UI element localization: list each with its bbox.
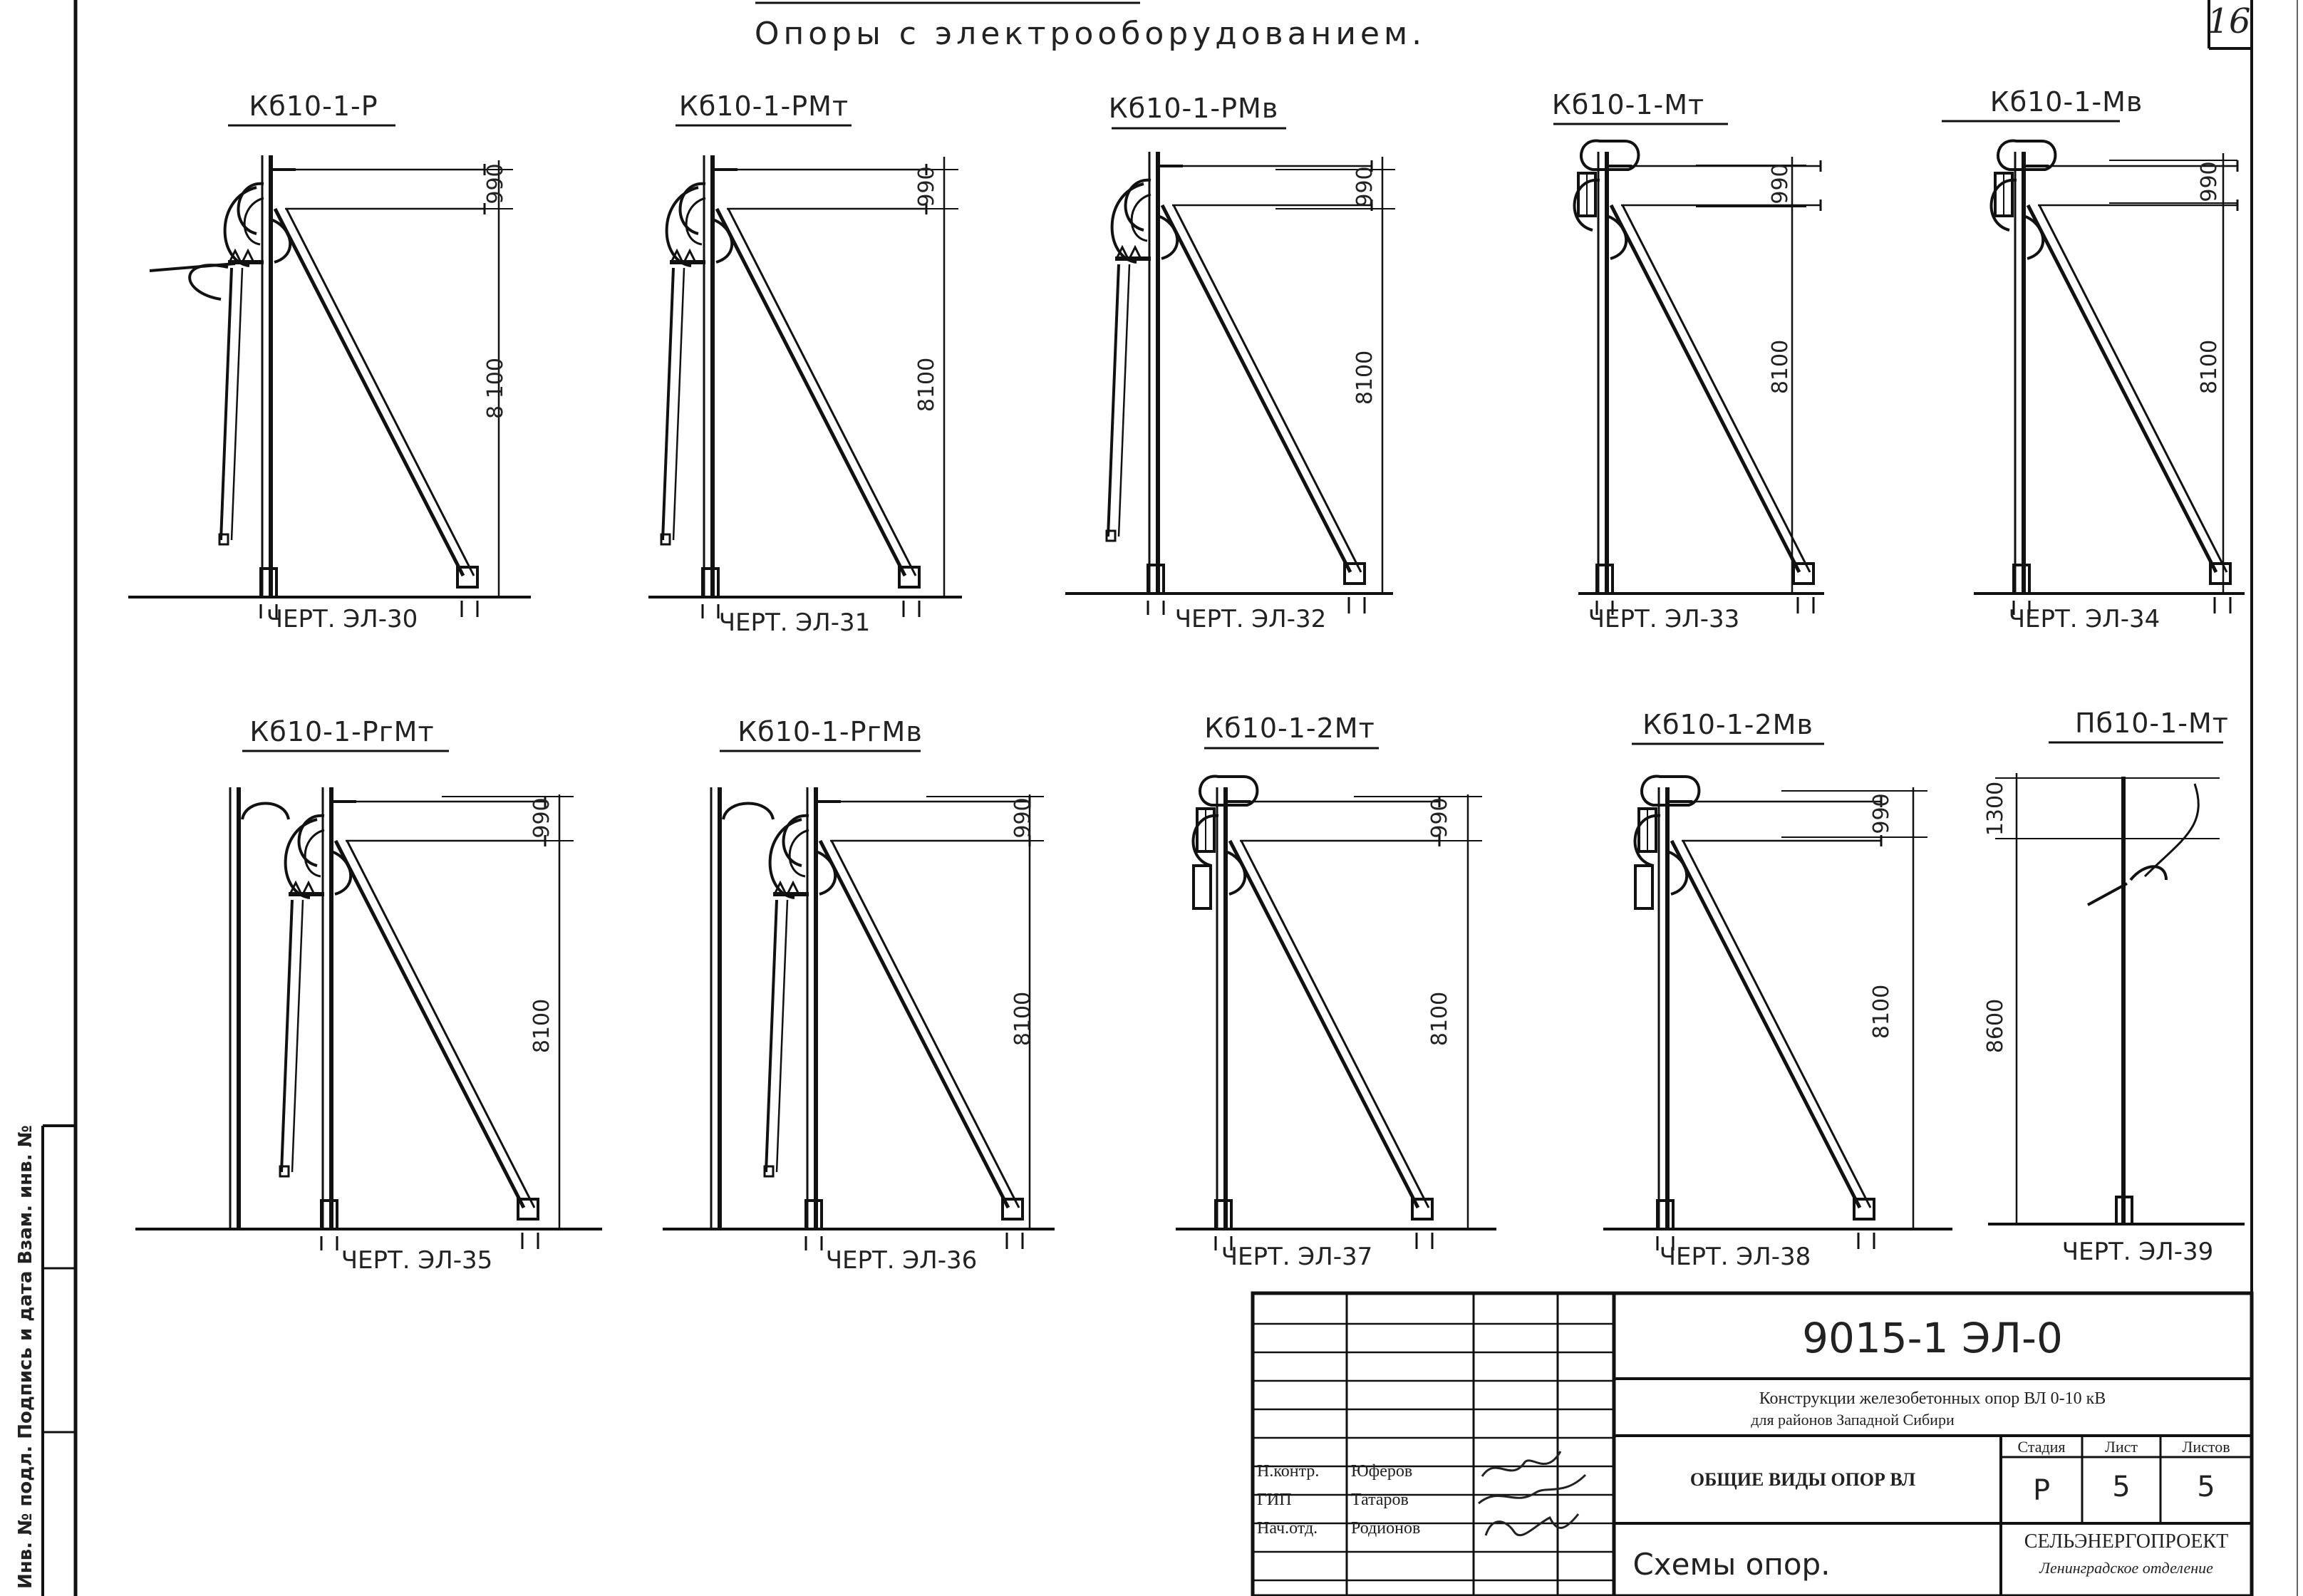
pole-diagram-2: Кб10-1-РМт 990 8100 ЧЕРТ. ЭЛ-31 <box>648 90 962 637</box>
stage-header: Стадия <box>2017 1438 2065 1456</box>
pole-title: Кб10-1-РгМт <box>249 716 434 747</box>
drawing-ref: ЧЕРТ. ЭЛ-32 <box>1175 605 1327 633</box>
signature <box>1484 1513 1580 1537</box>
pole-diagram-4: Кб10-1-Мт 990 8100 ЧЕРТ. ЭЛ-33 <box>1552 89 1824 633</box>
dim-main: 8100 <box>529 999 554 1053</box>
pole-diagram-10: Пб10-1-Мт 1300 8600 ЧЕРТ. ЭЛ-39 <box>1983 708 2245 1266</box>
pole-diagram-7: Кб10-1-РгМв 990 8100 ЧЕРТ. ЭЛ-36 <box>663 716 1055 1275</box>
signatory-role: Нач.отд. <box>1257 1519 1318 1538</box>
project-subtitle: для районов Западной Сибири <box>1751 1411 1955 1429</box>
sheet-subtitle: Схемы опор. <box>1632 1547 1830 1582</box>
signatory-role: ГИП <box>1257 1491 1292 1509</box>
pole-title: Кб10-1-Мв <box>1990 86 2143 118</box>
drawing-ref: ЧЕРТ. ЭЛ-33 <box>1588 605 1740 633</box>
pole-diagram-5: Кб10-1-Мв 990 8100 ЧЕРТ. ЭЛ-34 <box>1942 86 2245 633</box>
sheet-title: Опоры с электрооборудованием. <box>755 16 1426 52</box>
drawing-ref: ЧЕРТ. ЭЛ-30 <box>266 605 418 633</box>
dim-top: 1300 <box>1983 782 2008 836</box>
drawing-ref: ЧЕРТ. ЭЛ-31 <box>719 608 871 637</box>
project-title: Конструкции железобетонных опор ВЛ 0-10 … <box>1759 1389 2106 1408</box>
page-number: 16 <box>2207 1 2250 41</box>
side-stamp: Инв. № подл. Подпись и дата Взам. инв. № <box>15 1124 76 1596</box>
pole-diagram-6: Кб10-1-РгМт 990 8100 ЧЕРТ. ЭЛ-35 <box>135 716 602 1275</box>
dim-main: 8100 <box>1010 992 1035 1046</box>
pole-title: Пб10-1-Мт <box>2075 708 2229 739</box>
dim-main: 8100 <box>1427 992 1452 1046</box>
drawing-ref: ЧЕРТ. ЭЛ-35 <box>341 1246 493 1275</box>
dim-top: 990 <box>1352 166 1377 207</box>
title-block: Н.контр. Юферов ГИП Татаров Нач.отд. Род… <box>1251 1291 2254 1596</box>
organization-name: СЕЛЬЭНЕРГОПРОЕКТ <box>2024 1530 2228 1553</box>
signatory-role: Н.контр. <box>1257 1462 1319 1481</box>
dim-main: 8100 <box>914 358 939 412</box>
dim-top: 990 <box>1010 797 1035 838</box>
drawing-ref: ЧЕРТ. ЭЛ-38 <box>1660 1243 1811 1271</box>
stage-value: Р <box>2033 1474 2050 1507</box>
document-code: 9015-1 ЭЛ-0 <box>1802 1314 2063 1362</box>
pole-diagram-8: Кб10-1-2Мт 990 8100 ЧЕРТ. ЭЛ-37 <box>1176 712 1496 1271</box>
drawing-ref: ЧЕРТ. ЭЛ-34 <box>2009 605 2160 633</box>
drawing-ref: ЧЕРТ. ЭЛ-37 <box>1221 1243 1373 1271</box>
signatory-name: Юферов <box>1351 1462 1412 1481</box>
signatory-name: Татаров <box>1351 1491 1409 1509</box>
organization-branch: Ленинградское отделение <box>2039 1559 2213 1577</box>
dim-main: 8600 <box>1983 999 2008 1053</box>
dim-top: 990 <box>2197 161 2222 202</box>
pole-diagram-3: Кб10-1-РМв 990 8100 ЧЕРТ. ЭЛ-32 <box>1065 93 1395 633</box>
pole-title: Кб10-1-2Мв <box>1642 709 1813 740</box>
pole-diagram-9: Кб10-1-2Мв 990 8100 ЧЕРТ. ЭЛ-38 <box>1603 709 1952 1271</box>
pole-title: Кб10-1-2Мт <box>1204 712 1375 744</box>
side-stamp-label: Инв. № подл. Подпись и дата Взам. инв. № <box>15 1125 36 1589</box>
sheets-header: Листов <box>2182 1438 2230 1456</box>
dim-main: 8100 <box>2197 340 2222 394</box>
drawing-ref: ЧЕРТ. ЭЛ-36 <box>826 1246 978 1275</box>
sheet-value: 5 <box>2112 1471 2130 1503</box>
dim-top: 990 <box>483 163 508 204</box>
sheets-value: 5 <box>2197 1471 2215 1503</box>
dim-top: 990 <box>1869 793 1894 834</box>
pole-title: Кб10-1-РМт <box>679 90 849 122</box>
dim-top: 990 <box>1427 797 1452 838</box>
dim-top: 990 <box>1768 163 1793 204</box>
pole-title: Кб10-1-РМв <box>1109 93 1278 124</box>
pole-diagram-1: Кб10-1-Р 990 8 100 ЧЕРТ. ЭЛ-30 <box>128 90 531 633</box>
signature <box>1478 1473 1587 1505</box>
signature <box>1481 1451 1562 1477</box>
drawing-ref: ЧЕРТ. ЭЛ-39 <box>2062 1238 2214 1266</box>
dim-top: 990 <box>529 797 554 838</box>
pole-title: Кб10-1-РгМв <box>738 716 922 747</box>
dim-main: 8 100 <box>483 358 508 419</box>
sheet-header: Лист <box>2105 1438 2138 1456</box>
dim-main: 8100 <box>1869 985 1894 1039</box>
signatory-name: Родионов <box>1351 1519 1420 1538</box>
dim-top: 990 <box>914 166 939 207</box>
pole-title: Кб10-1-Мт <box>1552 89 1704 120</box>
dim-main: 8100 <box>1352 351 1377 405</box>
pole-title: Кб10-1-Р <box>249 90 378 122</box>
sheet-name: ОБЩИЕ ВИДЫ ОПОР ВЛ <box>1690 1469 1915 1490</box>
dim-main: 8100 <box>1768 340 1793 394</box>
